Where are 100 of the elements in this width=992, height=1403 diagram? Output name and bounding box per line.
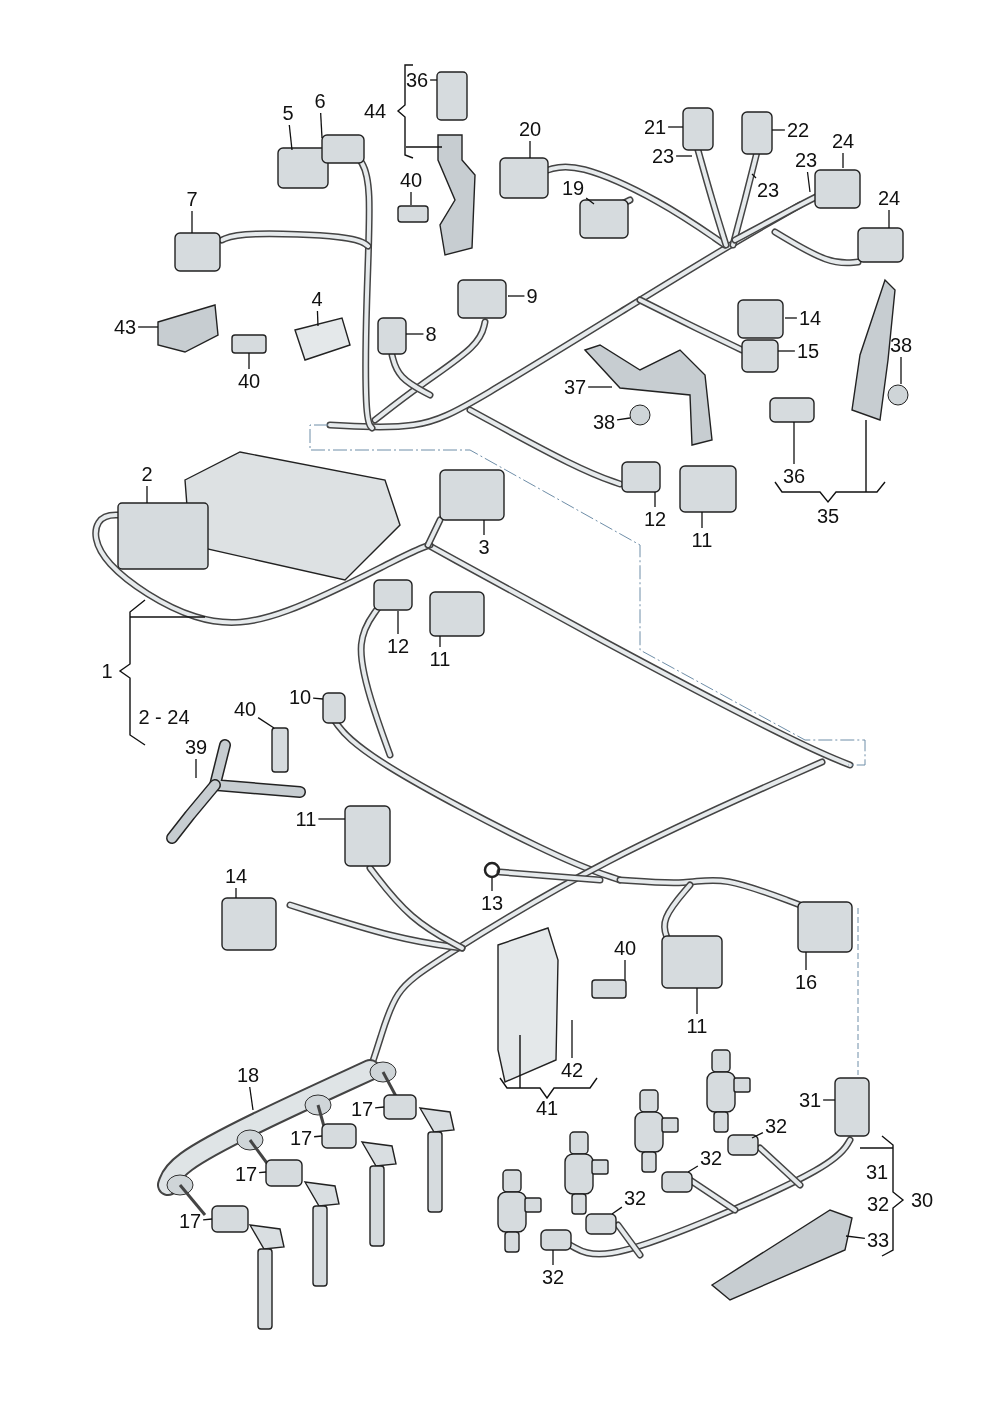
leader-line	[313, 1135, 323, 1138]
leader-line	[202, 1218, 213, 1221]
callout-number: 10	[287, 686, 313, 708]
leader-line	[405, 333, 425, 335]
leader-line	[248, 352, 250, 370]
leader-line	[571, 1019, 573, 1059]
leader-line	[784, 317, 798, 319]
leader-line	[587, 386, 613, 388]
leader-line	[616, 417, 631, 421]
leader-line	[137, 326, 159, 328]
callout-number: 44	[362, 100, 388, 122]
leader-line	[771, 129, 786, 131]
leader-line	[410, 191, 412, 206]
leader-line	[654, 491, 656, 508]
callout-number: 4	[310, 288, 324, 310]
callout-number: 38	[888, 334, 914, 356]
leader-line	[687, 1165, 699, 1173]
leader-line	[696, 987, 698, 1015]
callout-number: 12	[385, 635, 411, 657]
leader-line	[751, 1131, 764, 1139]
callout-number: 8	[424, 323, 438, 345]
leader-line	[429, 79, 438, 81]
callout-number: 17	[177, 1210, 203, 1232]
leader-line	[191, 210, 193, 234]
leader-line	[900, 356, 902, 385]
leader-line	[235, 887, 237, 899]
leader-line	[316, 310, 319, 327]
callout-number: 11	[685, 1015, 709, 1037]
leader-line	[822, 1099, 836, 1101]
leader-line	[529, 140, 531, 159]
leader-line	[845, 1235, 866, 1239]
leader-line	[258, 1171, 267, 1174]
callout-number: 24	[876, 187, 902, 209]
callout-number: 21	[642, 116, 668, 138]
callout-number: 32	[540, 1266, 566, 1288]
callout-number: 3	[477, 536, 491, 558]
callout-number: 13	[479, 892, 505, 914]
callout-number: 17	[233, 1163, 259, 1185]
callout-number: 6	[313, 90, 327, 112]
callout-number: 43	[112, 316, 138, 338]
leader-line	[312, 697, 324, 700]
callout-number: 5	[281, 102, 295, 124]
leader-line	[842, 152, 844, 169]
leader-line	[624, 959, 626, 981]
callout-number: 32	[865, 1193, 891, 1215]
callout-number: 23	[755, 179, 781, 201]
callout-number: 23	[650, 145, 676, 167]
callout-number: 36	[404, 69, 430, 91]
leader-line	[374, 1106, 385, 1109]
callout-number: 23	[793, 149, 819, 171]
leader-line	[806, 171, 811, 193]
callout-number: 40	[236, 370, 262, 392]
callout-number: 11	[428, 648, 452, 670]
leader-line	[611, 1206, 623, 1215]
callout-number: 11	[294, 808, 318, 830]
leader-line	[552, 1249, 554, 1266]
callout-number: 39	[183, 736, 209, 758]
leader-line	[288, 124, 293, 151]
leader-line	[146, 485, 148, 504]
leader-line	[701, 511, 703, 529]
callout-number: 18	[235, 1064, 261, 1086]
callout-number: 14	[797, 307, 823, 329]
leader-line	[667, 126, 684, 128]
callout-number: 17	[349, 1098, 375, 1120]
callout-number: 24	[830, 130, 856, 152]
leader-line	[888, 209, 890, 229]
callout-number: 22	[785, 119, 811, 141]
callout-number: 32	[622, 1187, 648, 1209]
callout-number: 40	[232, 698, 258, 720]
leader-line	[397, 610, 399, 635]
leader-line	[483, 519, 485, 536]
leader-line	[507, 295, 526, 297]
leader-line	[805, 951, 807, 971]
callout-number: 31	[797, 1089, 823, 1111]
callout-number: 17	[288, 1127, 314, 1149]
leader-line	[195, 758, 197, 779]
callout-number: 2	[140, 463, 154, 485]
callout-number: 38	[591, 411, 617, 433]
callout-number: 35	[815, 505, 841, 527]
leader-line	[751, 173, 757, 179]
callout-number: 9	[525, 285, 539, 307]
leader-line	[257, 716, 275, 729]
leader-line	[317, 818, 346, 820]
callout-number: 31	[864, 1161, 890, 1183]
leader-line	[793, 421, 795, 465]
callout-number: 15	[795, 340, 821, 362]
callout-number: 7	[185, 188, 199, 210]
leader-line	[491, 877, 493, 892]
callout-number: 20	[517, 118, 543, 140]
callout-number: 32	[763, 1115, 789, 1137]
callout-number: 33	[865, 1229, 891, 1251]
callout-number: 40	[398, 169, 424, 191]
callout-number: 30	[909, 1189, 935, 1211]
callout-number: 12	[642, 508, 668, 530]
callout-number: 40	[612, 937, 638, 959]
callout-number: 42	[559, 1059, 585, 1081]
callout-number: 32	[698, 1147, 724, 1169]
callout-number: 41	[534, 1097, 560, 1119]
callout-number: 11	[690, 529, 714, 551]
leader-line	[675, 155, 693, 157]
